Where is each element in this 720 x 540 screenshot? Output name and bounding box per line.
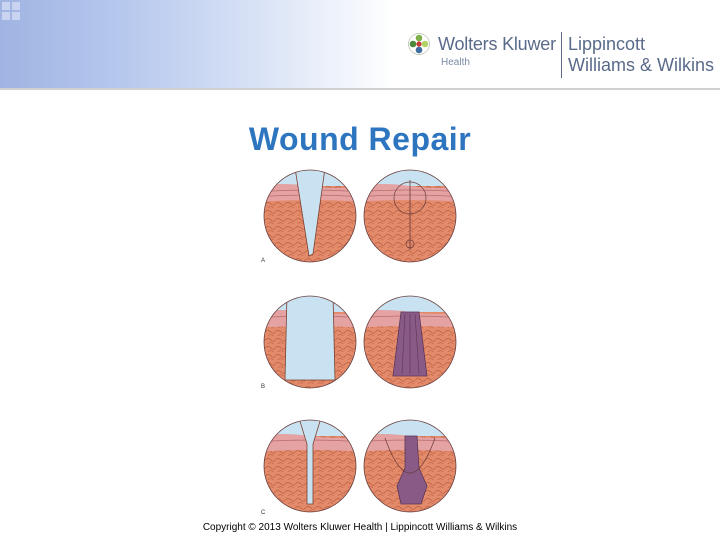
panel-c-left (263, 419, 357, 513)
panel-label-b: B (261, 384, 265, 390)
decor-square (12, 2, 20, 10)
wolters-kluwer-logo-icon (408, 33, 430, 55)
panel-c-right (363, 419, 457, 513)
publisher-name-line2: Williams & Wilkins (568, 55, 714, 75)
panel-b-right (363, 295, 457, 389)
logo-divider (561, 32, 562, 78)
panel-label-a: A (261, 258, 265, 264)
wound-repair-figure: A B (261, 169, 457, 516)
slide-title: Wound Repair (248, 121, 472, 157)
panel-a-left (263, 169, 357, 263)
header-band: Wolters Kluwer Health Lippincott William… (0, 0, 720, 88)
decor-square (2, 2, 10, 10)
brand-division: Health (441, 57, 470, 68)
publisher-name-line1: Lippincott (568, 34, 646, 54)
decor-square (12, 12, 20, 20)
footer-copyright: Copyright © 2013 Wolters Kluwer Health |… (202, 522, 518, 533)
brand-company: Wolters Kluwer (438, 34, 556, 54)
panel-b-left (263, 295, 357, 389)
panel-a-right (363, 169, 457, 263)
decor-square (2, 12, 10, 20)
panel-label-c: C (261, 510, 266, 516)
header-rule (0, 88, 720, 90)
